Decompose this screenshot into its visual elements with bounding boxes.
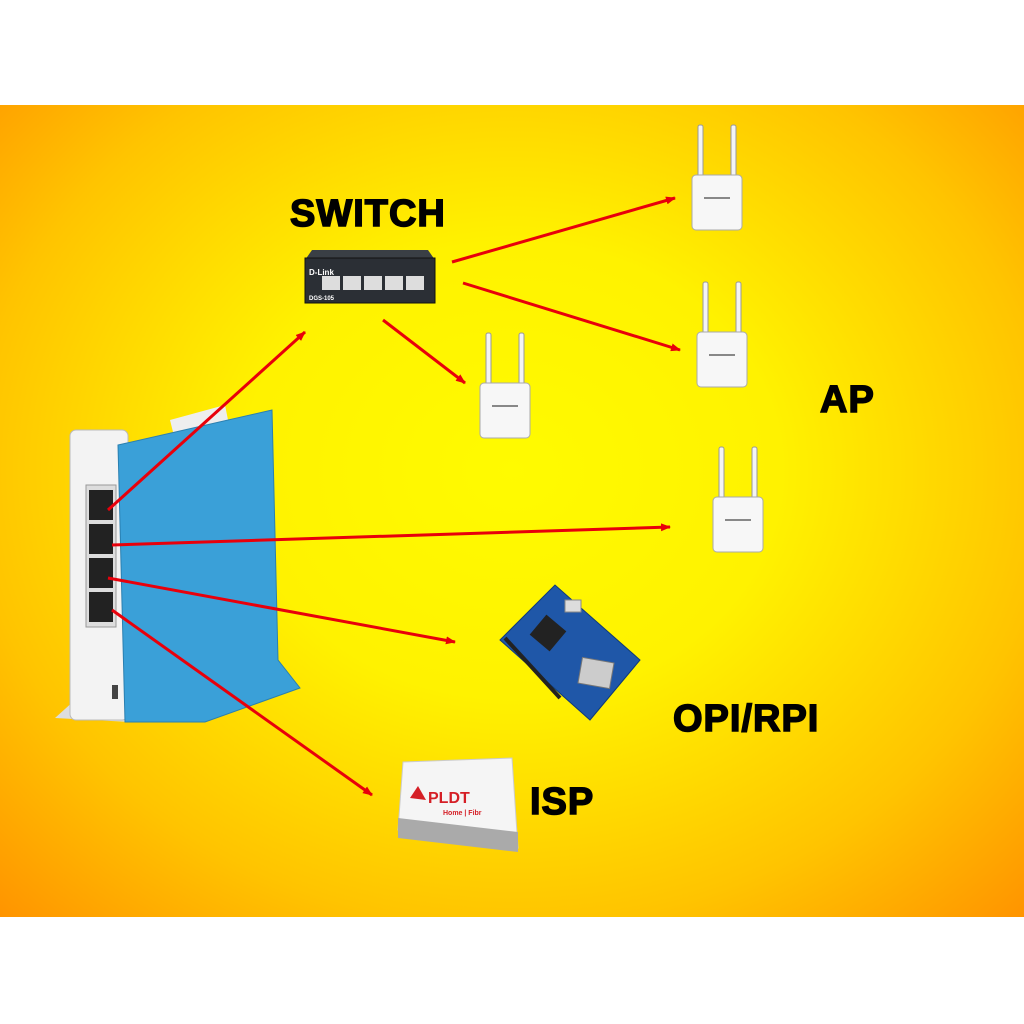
router-device [55, 405, 301, 723]
arrow-router-to-switch [106, 330, 307, 512]
arrow-switch-to-ap3 [382, 318, 466, 385]
arrow-router-to-isp [111, 608, 373, 797]
arrow-router-to-opi [107, 576, 456, 645]
switch-device: D-Link DGS-105 [304, 250, 436, 304]
access-point-1 [691, 124, 743, 231]
modem-brand: PLDT [428, 790, 470, 807]
access-point-4 [712, 446, 764, 553]
access-point-2 [696, 281, 748, 388]
modem-sub: Home | Fibr [443, 810, 482, 817]
pldt-modem: PLDT Home | Fibr [397, 757, 519, 852]
switch-model: DGS-105 [309, 296, 335, 302]
opi-label: OPI/RPI [672, 698, 820, 740]
ap-label: AP [819, 379, 875, 421]
arrow-router-to-ap4 [111, 523, 671, 547]
switch-label: SWITCH [289, 193, 446, 235]
arrow-switch-to-ap1 [451, 196, 676, 264]
switch-brand: D-Link [309, 268, 334, 277]
orange-pi-board [499, 584, 641, 721]
access-point-3 [479, 332, 531, 439]
arrow-switch-to-ap2 [462, 281, 681, 352]
isp-label: ISP [529, 781, 595, 823]
